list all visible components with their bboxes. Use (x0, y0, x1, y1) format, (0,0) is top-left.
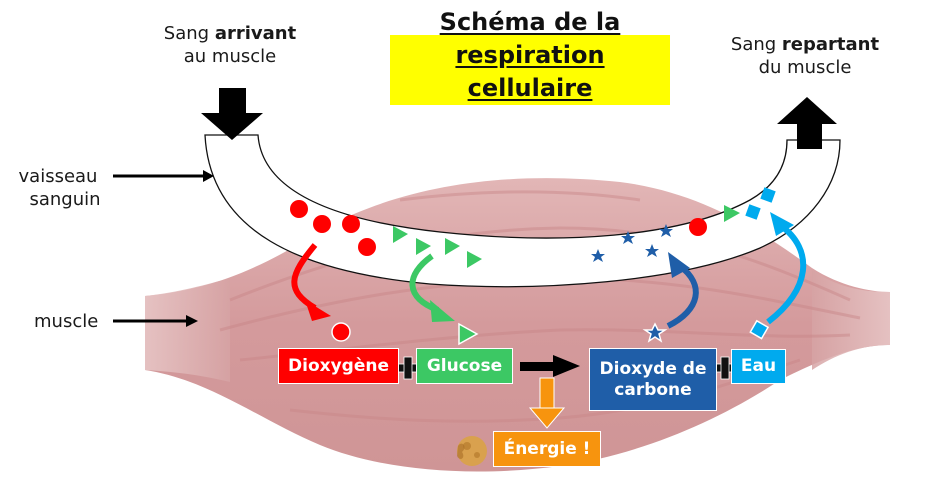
glucose-box: Glucose (416, 348, 513, 384)
glucose-molecule (416, 238, 431, 255)
oxygen-molecule (358, 238, 376, 256)
blood-in-bold: arrivant (214, 23, 297, 44)
water-flow-arrow (766, 212, 807, 325)
co2-molecule (591, 249, 605, 262)
glucose-molecule (724, 205, 740, 222)
title-line-2: respiration cellulaire (390, 39, 670, 105)
oxygen-molecule (689, 218, 707, 236)
vessel-pointer-arrow (113, 170, 214, 182)
vessel-label: vaisseau sanguin (18, 166, 101, 210)
energy-arrow (528, 377, 566, 429)
oxygen-flow-arrow (291, 243, 331, 321)
water-molecule (749, 319, 770, 340)
oxygen-molecule (290, 200, 308, 218)
title-line-1: Schéma de la (439, 8, 621, 36)
co2-molecule (659, 224, 673, 237)
glucose-molecule (467, 251, 482, 268)
blood-in-label: Sang arrivant au muscle (163, 23, 297, 67)
co2-molecules (591, 224, 673, 343)
glucose-molecule (445, 238, 460, 255)
water-molecule (745, 204, 761, 220)
arrow-up-icon (777, 97, 837, 149)
dioxygen-box: Dioxygène (278, 348, 399, 384)
energy-box: Énergie ! (493, 431, 601, 467)
blood-out-label: Sang repartant du muscle (730, 34, 880, 78)
co2-flow-arrow (666, 252, 699, 329)
glucose-molecule (393, 226, 408, 243)
glucose-flow-arrow (409, 253, 455, 322)
oxygen-molecule (313, 215, 331, 233)
diagram-title: Schéma de la respiration cellulaire (390, 6, 670, 105)
glucose-molecule (458, 322, 479, 346)
water-molecule (760, 187, 776, 203)
muscle-label: muscle (34, 311, 99, 332)
water-box: Eau (731, 349, 786, 384)
title-highlight (390, 35, 670, 39)
co2-molecule (621, 231, 635, 244)
reaction-arrow (520, 355, 580, 377)
energy-cookie-icon (457, 436, 487, 466)
oxygen-molecules (290, 200, 707, 342)
oxygen-molecule (342, 215, 360, 233)
oxygen-molecule (331, 322, 351, 342)
co2-molecule (642, 322, 668, 343)
water-molecules (745, 187, 776, 340)
co2-molecule (645, 244, 659, 257)
glucose-molecules (393, 205, 740, 346)
arrow-down-icon (201, 88, 263, 140)
co2-box: Dioxyde de carbone (589, 348, 717, 411)
blood-out-bold: repartant (781, 34, 880, 55)
muscle-pointer-arrow (113, 315, 198, 327)
